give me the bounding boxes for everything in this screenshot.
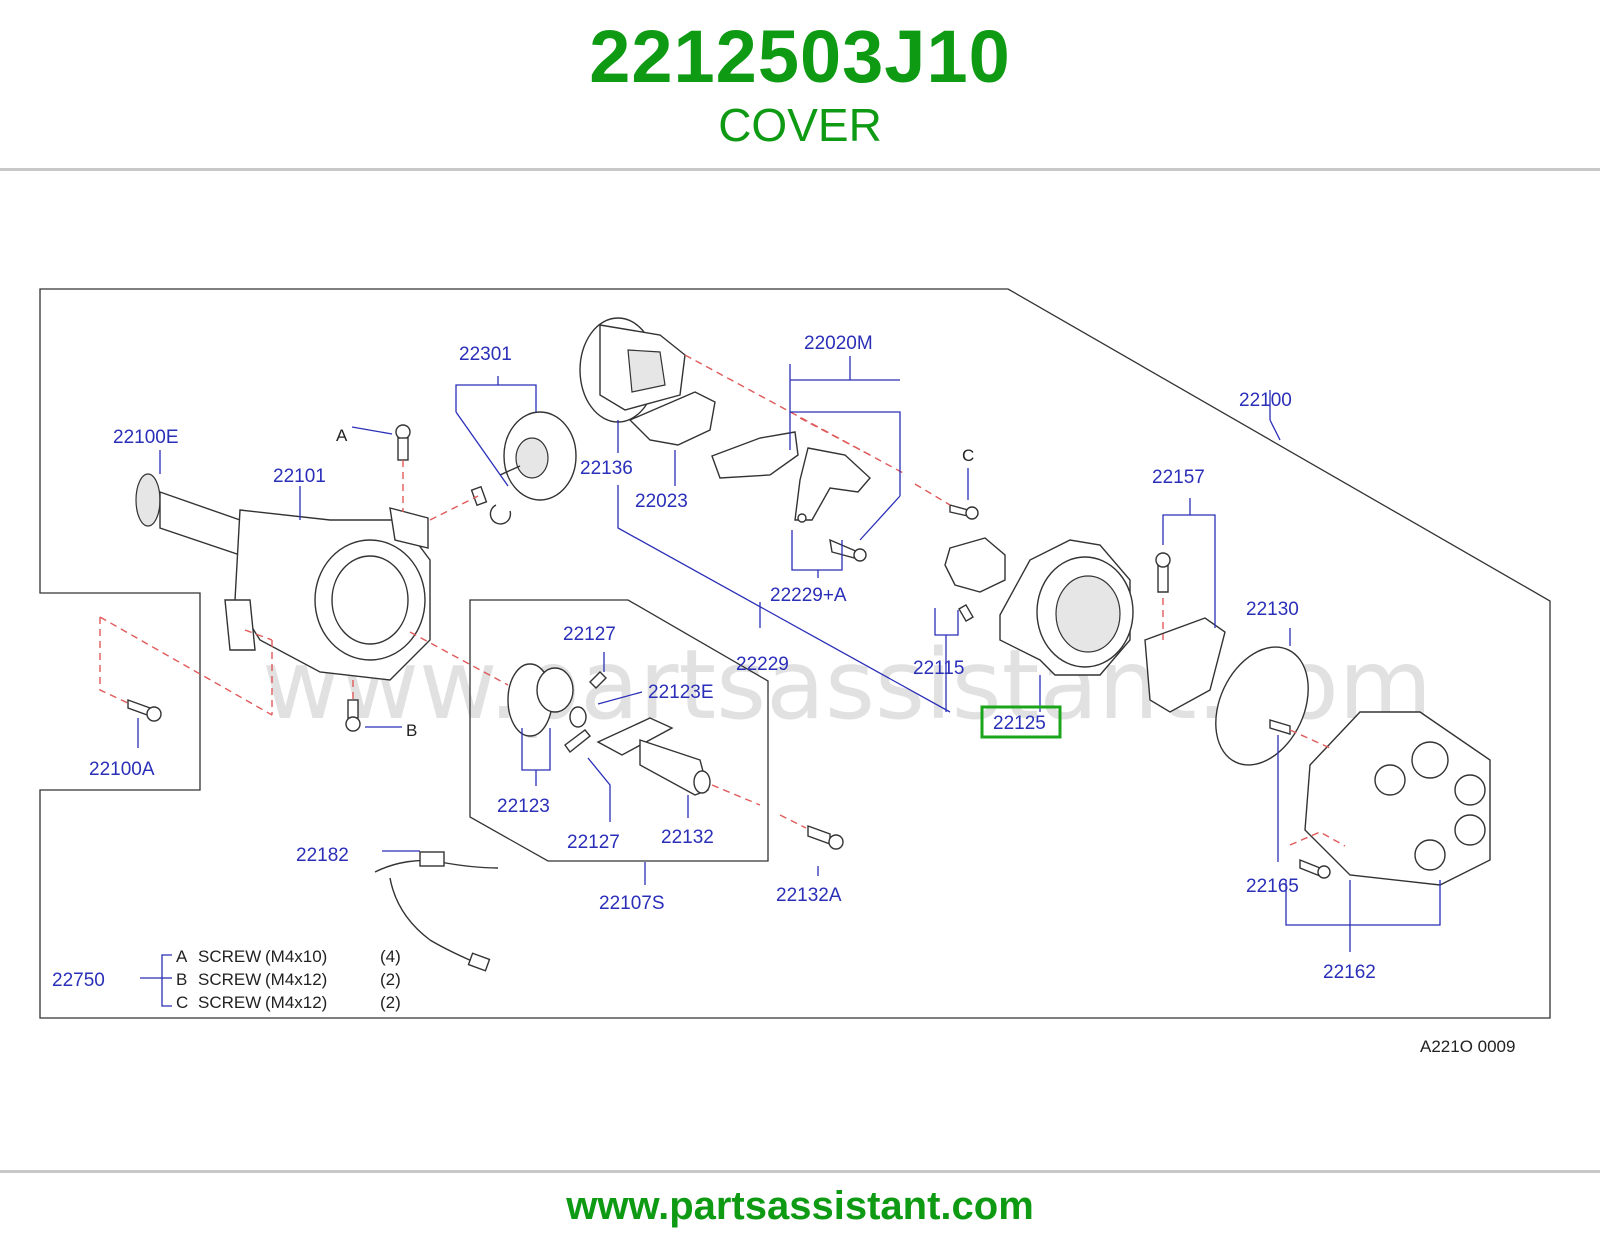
label-22162[interactable]: 22162: [1323, 962, 1376, 983]
label-22750[interactable]: 22750: [52, 970, 105, 991]
label-22136[interactable]: 22136: [580, 458, 633, 479]
wiring-harness-part[interactable]: [374, 851, 499, 972]
label-22100E[interactable]: 22100E: [113, 427, 179, 448]
callout-C: C: [962, 446, 974, 465]
screw-C-qty: (2): [380, 993, 401, 1012]
breaker-plate-part[interactable]: [579, 317, 686, 423]
screw-B-size: (M4x12): [265, 970, 327, 989]
screw-A-size: (M4x10): [265, 947, 327, 966]
screw-A-qty: (4): [380, 947, 401, 966]
screw-legend: A SCREW (M4x10) (4) B SCREW (M4x12) (2) …: [176, 947, 401, 1012]
label-22123E[interactable]: 22123E: [648, 682, 714, 703]
label-22157[interactable]: 22157: [1152, 467, 1205, 488]
label-22127-top[interactable]: 22127: [563, 624, 616, 645]
screw-B-part[interactable]: [345, 699, 361, 732]
label-22301[interactable]: 22301: [459, 344, 512, 365]
label-22107S[interactable]: 22107S: [599, 893, 665, 914]
label-22182[interactable]: 22182: [296, 845, 349, 866]
site-url-link[interactable]: www.partsassistant.com: [566, 1184, 1034, 1228]
screw-22132A-part[interactable]: [807, 825, 844, 850]
label-22123[interactable]: 22123: [497, 796, 550, 817]
screw-B-key: B: [176, 970, 187, 989]
screw-C-name: SCREW: [198, 993, 261, 1012]
cap-screw-part[interactable]: [1269, 719, 1331, 879]
label-22130[interactable]: 22130: [1246, 599, 1299, 620]
screw-B-name: SCREW: [198, 970, 261, 989]
screw-C-size: (M4x12): [265, 993, 327, 1012]
assembly-dashed-lines: [99, 354, 1346, 847]
rotor-part-22115[interactable]: [944, 537, 1006, 623]
gasket-ring-part[interactable]: [1198, 632, 1327, 780]
bolt-22100A-part[interactable]: [127, 699, 162, 722]
label-22101[interactable]: 22101: [273, 466, 326, 487]
label-22127-bottom[interactable]: 22127: [567, 832, 620, 853]
pickup-assembly-part[interactable]: [711, 431, 871, 562]
screw-C-key: C: [176, 993, 188, 1012]
screw-A-part[interactable]: [395, 424, 411, 461]
subassembly-frame-22107S: [469, 599, 769, 862]
label-22132[interactable]: 22132: [661, 827, 714, 848]
vacuum-controller-part[interactable]: [470, 411, 577, 525]
screw-C-part[interactable]: [949, 504, 979, 520]
pickup-part-22023[interactable]: [628, 391, 716, 446]
label-22100[interactable]: 22100: [1239, 390, 1292, 411]
diagram-frame: [39, 288, 1551, 1019]
label-22023[interactable]: 22023: [635, 491, 688, 512]
shaft-part-22132[interactable]: [596, 717, 711, 796]
screw-A-key: A: [176, 947, 188, 966]
rotor-head-part[interactable]: [1144, 552, 1226, 713]
bottom-divider: [0, 1170, 1600, 1173]
part-number-title: 2212503J10: [589, 15, 1011, 98]
label-22132A[interactable]: 22132A: [776, 885, 842, 906]
leader-lines: [137, 356, 1441, 1007]
distributor-housing-part[interactable]: [135, 473, 431, 681]
label-22125[interactable]: 22125: [993, 713, 1046, 734]
label-22115[interactable]: 22115: [913, 658, 964, 679]
label-22165[interactable]: 22165: [1246, 876, 1299, 897]
drawing-code: A221O 0009: [1420, 1037, 1515, 1056]
governor-assembly-part[interactable]: [507, 663, 607, 754]
highlight-box-22125: [980, 705, 1062, 739]
label-22229[interactable]: 22229: [736, 654, 789, 675]
distributor-cap-part[interactable]: [1304, 711, 1491, 886]
label-22100A[interactable]: 22100A: [89, 759, 155, 780]
label-22229A[interactable]: 22229+A: [770, 585, 847, 606]
label-22020M[interactable]: 22020M: [804, 333, 873, 354]
screw-A-name: SCREW: [198, 947, 261, 966]
screw-B-qty: (2): [380, 970, 401, 989]
callout-A: A: [336, 426, 348, 445]
part-name-subtitle: COVER: [718, 99, 882, 151]
cover-part-22125[interactable]: [999, 539, 1134, 676]
top-divider: [0, 168, 1600, 171]
callout-B: B: [406, 721, 417, 740]
